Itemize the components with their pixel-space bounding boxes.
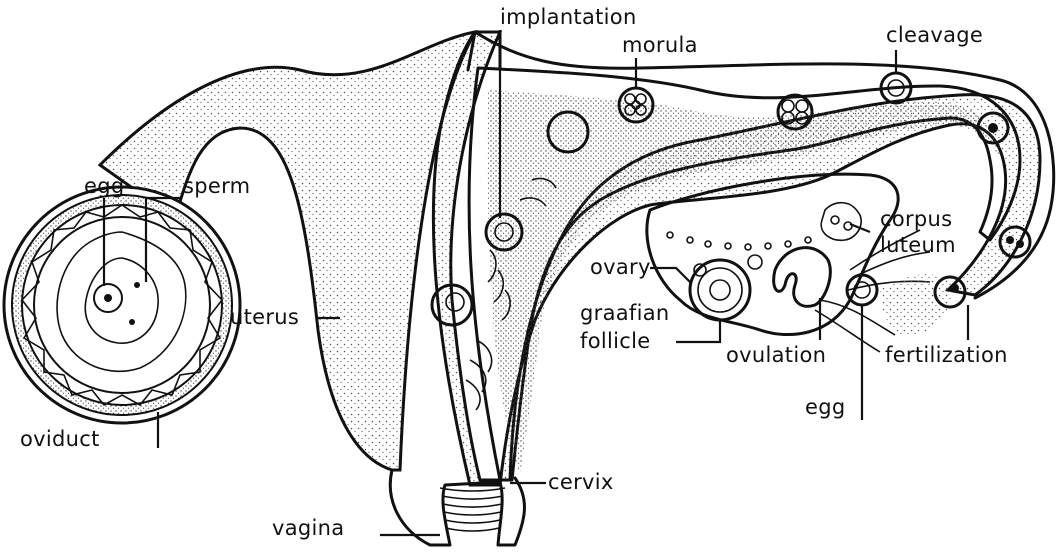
ovulated-egg bbox=[847, 275, 877, 305]
label-sperm: sperm bbox=[183, 174, 250, 198]
label-uterus: uterus bbox=[230, 305, 299, 329]
label-vagina: vagina bbox=[272, 516, 344, 540]
label-graafian: graafian bbox=[580, 301, 670, 325]
corpus-luteum bbox=[821, 203, 861, 241]
label-ovulation: ovulation bbox=[726, 343, 826, 367]
label-cleavage: cleavage bbox=[886, 23, 983, 47]
label-follicle: follicle bbox=[580, 329, 650, 353]
label-corpus: corpus bbox=[880, 207, 952, 231]
label-luteum: luteum bbox=[880, 233, 956, 257]
label-morula: morula bbox=[622, 33, 698, 57]
label-cervix: cervix bbox=[548, 470, 614, 494]
cervix-rings bbox=[440, 488, 505, 531]
label-implantation: implantation bbox=[500, 5, 637, 29]
label-egg-right: egg bbox=[805, 395, 845, 419]
label-egg-left: egg bbox=[84, 174, 124, 198]
ovulation-site bbox=[774, 248, 831, 307]
oviduct-cross-section bbox=[4, 187, 240, 423]
ovary-shape bbox=[647, 174, 898, 334]
label-oviduct: oviduct bbox=[20, 427, 100, 451]
graafian-follicle bbox=[690, 260, 750, 320]
label-ovary: ovary bbox=[590, 255, 651, 279]
label-fertilization: fertilization bbox=[885, 343, 1008, 367]
